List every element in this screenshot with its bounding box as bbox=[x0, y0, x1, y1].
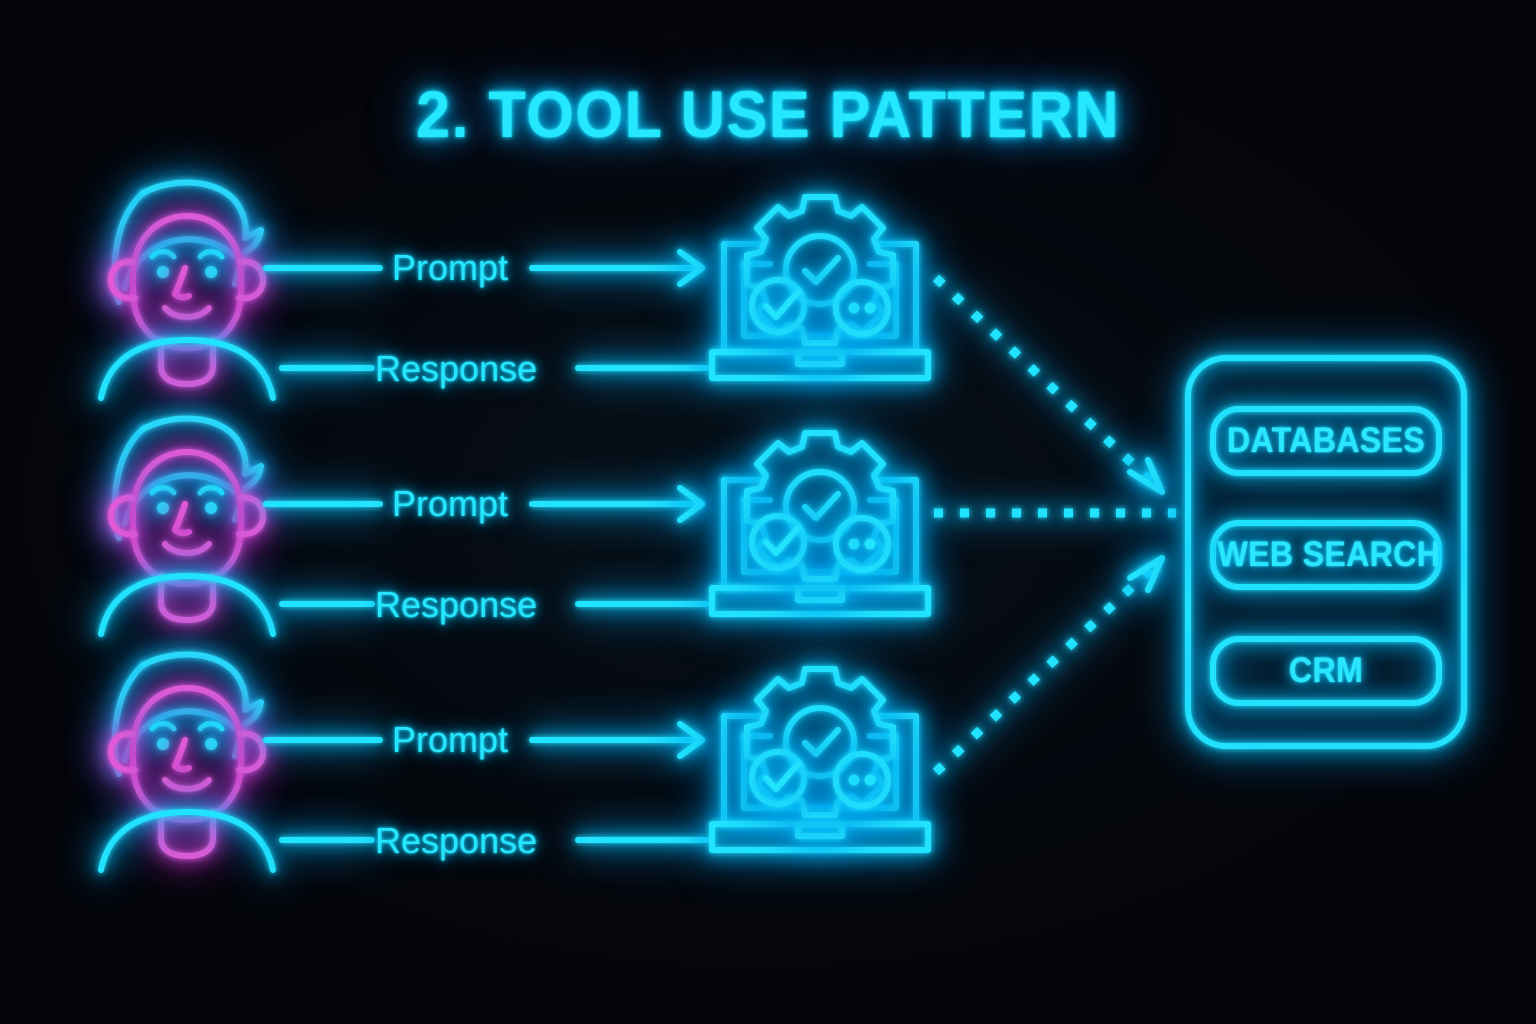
page-title: 2. TOOL USE PATTERN bbox=[415, 77, 1121, 151]
tool-item-databases-frame bbox=[1210, 406, 1442, 476]
tools-panel-frame bbox=[1185, 355, 1467, 749]
person-avatar-icon bbox=[98, 179, 276, 401]
tool-item-crm-label: CRM bbox=[1288, 651, 1364, 690]
laptop-gear-agent-icon-2 bbox=[709, 430, 931, 617]
response-label-2: Response bbox=[375, 584, 538, 625]
response-connector-2 bbox=[279, 601, 709, 607]
response-connector-3 bbox=[279, 837, 709, 843]
tool-item-web-search-label: WEB SEARCH bbox=[1217, 535, 1441, 574]
tool-item-databases[interactable]: DATABASES bbox=[1208, 404, 1444, 478]
agent-1-to-tools-connector bbox=[932, 274, 1165, 495]
prompt-label-1: Prompt bbox=[392, 247, 509, 288]
prompt-connector-1 bbox=[263, 249, 705, 287]
laptop-gear-agent-icon-1 bbox=[709, 194, 931, 381]
prompt-connector-3 bbox=[263, 721, 705, 759]
person-avatar-icon bbox=[98, 415, 276, 637]
tool-item-crm[interactable]: CRM bbox=[1208, 634, 1444, 708]
agent-2-to-tools-connector bbox=[934, 508, 1176, 518]
response-label-1: Response bbox=[375, 348, 538, 389]
prompt-label-3: Prompt bbox=[392, 719, 509, 760]
tool-item-web-search[interactable]: WEB SEARCH bbox=[1208, 518, 1444, 592]
laptop-gear-agent-icon-3 bbox=[709, 666, 931, 853]
tool-item-databases-label: DATABASES bbox=[1226, 421, 1426, 460]
person-avatar-icon bbox=[98, 651, 276, 873]
prompt-label-2: Prompt bbox=[392, 483, 509, 524]
agent-3-to-tools-connector bbox=[932, 555, 1165, 776]
tool-item-crm-frame bbox=[1210, 636, 1442, 706]
prompt-connector-2 bbox=[263, 485, 705, 523]
tool-item-web-search-frame bbox=[1210, 520, 1442, 590]
response-connector-1 bbox=[279, 365, 709, 371]
response-label-3: Response bbox=[375, 820, 538, 861]
